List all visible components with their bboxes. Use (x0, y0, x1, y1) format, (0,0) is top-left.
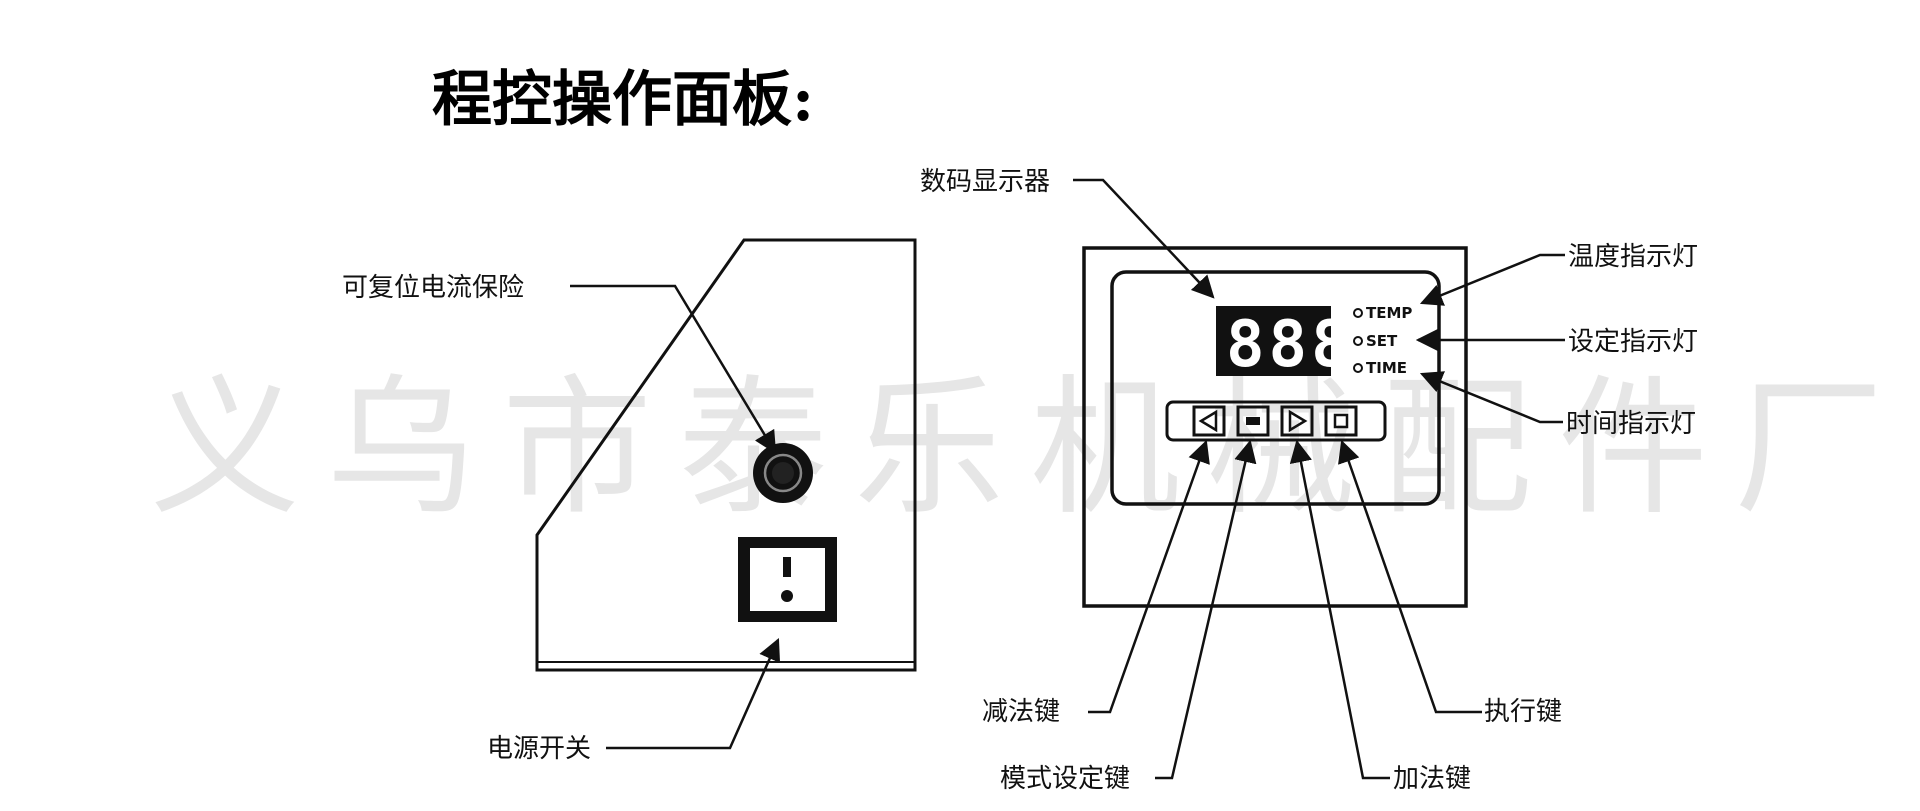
temp-indicator-label: 温度指示灯 (1568, 242, 1698, 272)
mode-key-label: 模式设定键 (1000, 764, 1130, 794)
minus-button[interactable] (1192, 405, 1226, 437)
plus-key-label: 加法键 (1393, 764, 1471, 794)
indicator-temp-text: TEMP (1366, 304, 1412, 322)
power-switch[interactable] (738, 537, 837, 622)
button-strip (1165, 400, 1387, 442)
mode-icon (1246, 417, 1260, 425)
display-digits: 888 (1226, 308, 1354, 382)
minus-key-label: 减法键 (982, 697, 1060, 727)
temp-leader-line (1419, 253, 1565, 306)
set-indicator-label: 设定指示灯 (1568, 327, 1698, 357)
led-icon (1353, 336, 1363, 346)
indicator-temp: TEMP (1353, 304, 1412, 322)
execute-icon (1333, 413, 1349, 429)
indicator-set: SET (1353, 332, 1398, 350)
switch-on-mark (783, 557, 791, 577)
indicator-set-text: SET (1366, 332, 1398, 350)
left-triangle-icon (1198, 409, 1218, 433)
mode-button[interactable] (1236, 405, 1270, 437)
left-panel (535, 238, 917, 672)
execute-key-label: 执行键 (1484, 697, 1562, 727)
plus-leader-line (1289, 439, 1390, 780)
led-icon (1353, 363, 1363, 373)
display-label: 数码显示器 (920, 167, 1050, 197)
indicator-time-text: TIME (1366, 359, 1407, 377)
minus-leader-line (1088, 439, 1210, 714)
page-title: 程控操作面板: (432, 65, 814, 135)
time-leader-line (1419, 371, 1563, 424)
switch-label: 电源开关 (487, 734, 591, 764)
digital-display: 888 (1216, 306, 1354, 382)
plus-button[interactable] (1280, 405, 1314, 437)
fuse-label: 可复位电流保险 (342, 273, 524, 303)
indicator-time: TIME (1353, 359, 1407, 377)
mode-leader-line (1155, 439, 1257, 780)
switch-off-mark (781, 590, 793, 602)
fuse-knob[interactable] (753, 443, 813, 503)
display-leader-line (1073, 178, 1215, 299)
execute-button[interactable] (1324, 405, 1358, 437)
execute-leader-line (1338, 439, 1482, 714)
right-triangle-icon (1288, 409, 1308, 433)
fuse-leader-line (570, 284, 777, 454)
led-icon (1353, 308, 1363, 318)
time-indicator-label: 时间指示灯 (1566, 409, 1696, 439)
switch-leader-line (606, 637, 781, 750)
watermark: 义乌市泰乐机械配件厂 (150, 362, 1910, 536)
